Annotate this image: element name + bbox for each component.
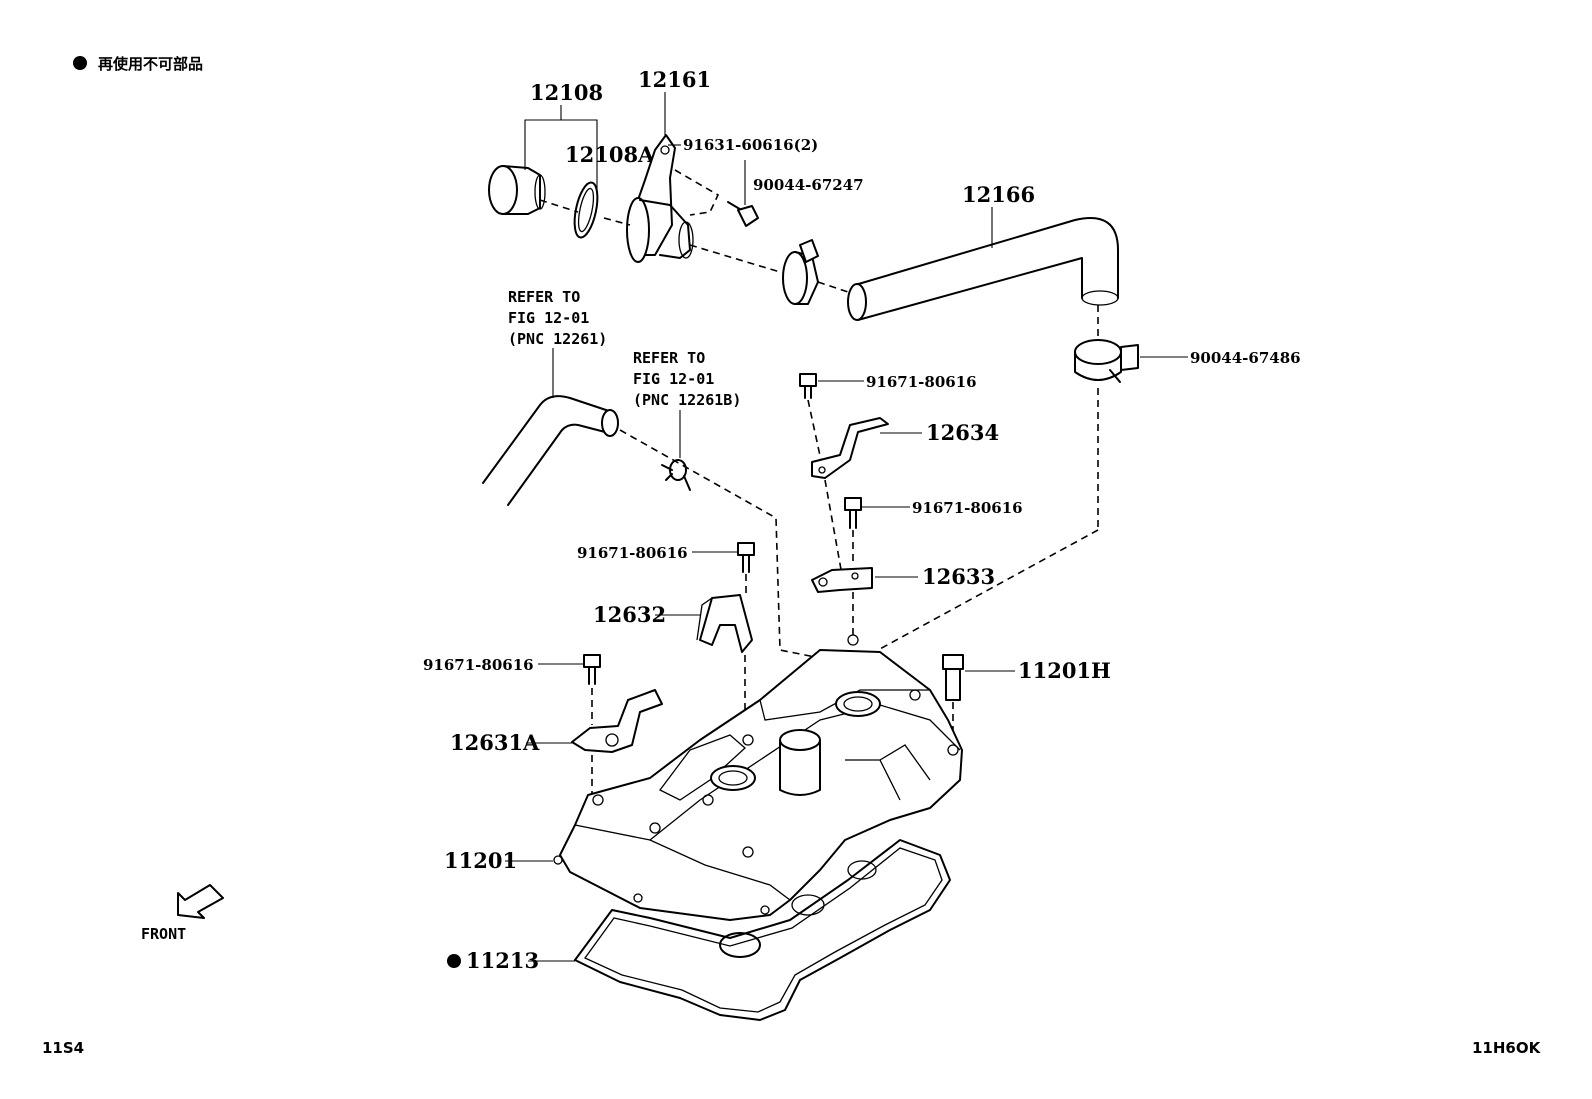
label-12161: 12161 <box>638 67 711 92</box>
bracket-12632-shape <box>696 594 753 653</box>
label-12108: 12108 <box>530 80 603 105</box>
pipe-12261-shape <box>482 395 619 506</box>
cap-12108-shape <box>488 165 546 215</box>
front-arrow-icon <box>177 884 224 919</box>
refer2-line1: REFER TO <box>633 349 705 367</box>
label-90044-67486: 90044-67486 <box>1190 349 1301 367</box>
refer1-line3: (PNC 12261) <box>508 330 607 348</box>
bolt-91671-a-shape <box>799 373 817 399</box>
label-12631A: 12631A <box>450 730 540 755</box>
label-12633: 12633 <box>922 564 995 589</box>
bolt-91671-d-shape <box>583 654 601 685</box>
label-90044-67247: 90044-67247 <box>753 176 864 194</box>
label-12634: 12634 <box>926 420 999 445</box>
label-91671-d: 91671-80616 <box>423 656 534 674</box>
legend-text: 再使用不可部品 <box>98 55 203 73</box>
label-12108A: 12108A <box>565 142 655 167</box>
label-12166: 12166 <box>962 182 1035 207</box>
label-91671-c: 91671-80616 <box>577 544 688 562</box>
gasket-11213-shape <box>574 839 951 1021</box>
clamp-90044-67486-shape <box>1074 339 1139 383</box>
front-label: FRONT <box>141 925 186 943</box>
label-11213: 11213 <box>466 948 539 973</box>
label-91671-a: 91671-80616 <box>866 373 977 391</box>
non-reusable-marker-icon <box>447 954 461 968</box>
bolt-91671-c-shape <box>737 542 755 573</box>
refer1-line1: REFER TO <box>508 288 580 306</box>
label-91671-b: 91671-80616 <box>912 499 1023 517</box>
hose-12166-shape <box>847 217 1119 321</box>
figure-code-left: 11S4 <box>42 1039 84 1057</box>
label-91631: 91631-60616(2) <box>683 136 818 154</box>
o-ring-12108A <box>573 181 599 239</box>
label-11201: 11201 <box>444 848 517 873</box>
plug-11201H-shape <box>942 654 964 701</box>
label-11201H: 11201H <box>1018 658 1111 683</box>
label-12632: 12632 <box>593 602 666 627</box>
filled-circle-icon <box>73 56 87 70</box>
figure-code-right: 11H6OK <box>1472 1039 1542 1057</box>
bolt-91671-b-shape <box>844 497 862 529</box>
bolt-91631-shape <box>727 201 759 227</box>
union-12161-shape <box>626 134 694 263</box>
refer2-line2: FIG 12-01 <box>633 370 714 388</box>
valve-cover-11201-shape <box>553 634 963 921</box>
bracket-12634-shape <box>811 417 889 479</box>
clamp-12261B-shape <box>661 459 691 491</box>
bracket-12631A-shape <box>571 689 663 753</box>
clamp-90044-67247-shape <box>782 239 819 305</box>
refer1-line2: FIG 12-01 <box>508 309 589 327</box>
bracket-12633-shape <box>811 567 873 593</box>
refer2-line3: (PNC 12261B) <box>633 391 741 409</box>
